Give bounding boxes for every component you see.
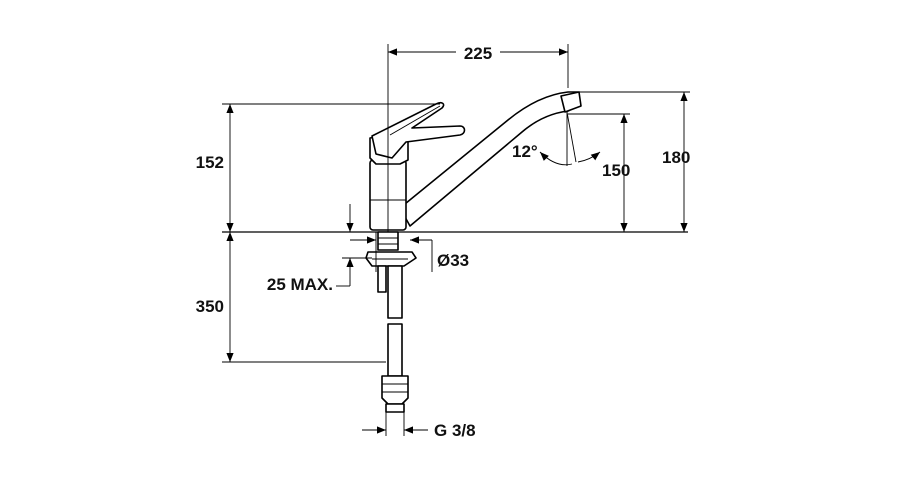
mounting-assembly <box>365 231 417 413</box>
hose-nut <box>385 403 405 413</box>
aerator <box>560 91 582 113</box>
dim-label-350: 350 <box>196 297 224 316</box>
dim-hole-diameter: Ø33 <box>350 232 469 272</box>
dim-label-180: 180 <box>662 148 690 167</box>
dim-max-thickness: 25 MAX. <box>267 204 372 294</box>
dim-hose-length: 350 <box>196 232 386 363</box>
hose-fitting <box>381 375 409 405</box>
dim-label-25-max: 25 MAX. <box>267 275 333 294</box>
dim-overall-height: 180 <box>578 91 690 232</box>
lever-handle <box>371 101 466 159</box>
dim-label-12-degree: 12° <box>512 142 538 161</box>
faucet-body <box>369 91 582 231</box>
dim-label-diameter-33: Ø33 <box>437 251 469 270</box>
threaded-stud <box>377 265 387 293</box>
dim-label-150: 150 <box>602 161 630 180</box>
dim-connection-thread: G 3/8 <box>362 412 476 440</box>
dim-spout-reach: 225 <box>387 42 569 232</box>
supply-hose-upper <box>387 265 403 319</box>
dim-spout-height: 150 <box>568 113 630 232</box>
dim-mixer-height: 152 <box>196 103 440 232</box>
mounting-shank <box>377 231 399 251</box>
supply-hose-lower <box>387 323 403 377</box>
dim-spout-angle: 12° <box>512 111 601 166</box>
dim-label-152: 152 <box>196 153 224 172</box>
dim-label-g-3-8: G 3/8 <box>434 421 476 440</box>
dim-label-225: 225 <box>464 44 492 63</box>
